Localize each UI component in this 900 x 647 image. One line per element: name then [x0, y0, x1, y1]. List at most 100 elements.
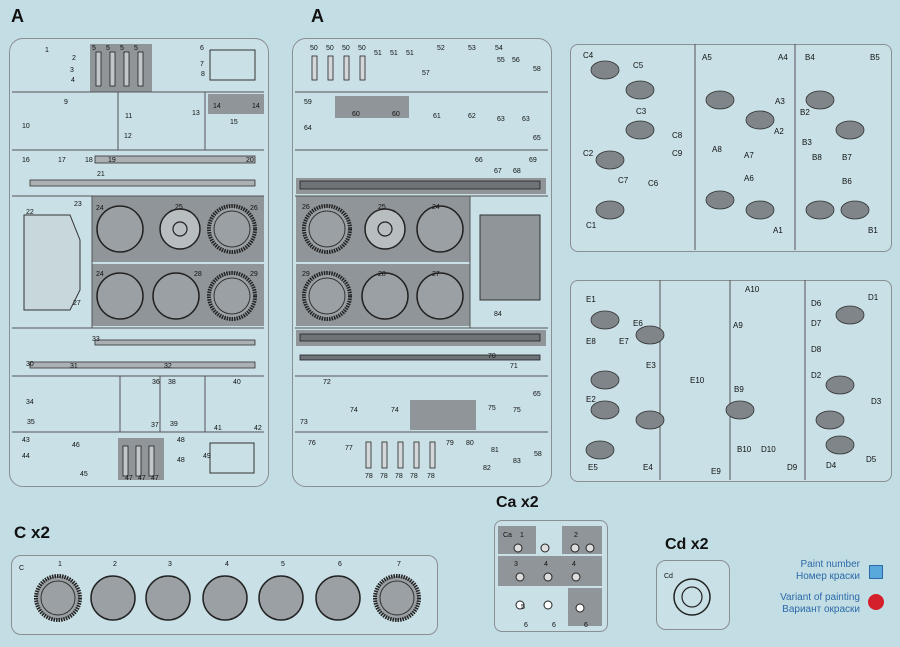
part-number-right-51: 51 — [406, 50, 414, 57]
part-number-left-48: 48 — [177, 457, 185, 464]
part-number-right-70: 70 — [488, 353, 496, 360]
ca-part-number-6: 6 — [552, 622, 556, 629]
figure-part-18 — [635, 410, 665, 430]
part-number-left-47: 47 — [125, 475, 133, 482]
part-number-right-64: 64 — [304, 125, 312, 132]
part-number-right-62: 62 — [468, 113, 476, 120]
part-number-right-77: 77 — [345, 445, 353, 452]
part-number-right-61: 61 — [433, 113, 441, 120]
figure-label-D5: D5 — [866, 455, 877, 464]
part-number-right-81: 81 — [491, 447, 499, 454]
figure-label-E2: E2 — [586, 395, 596, 404]
figure-label-C5: C5 — [633, 61, 644, 70]
part-number-right-65: 65 — [533, 135, 541, 142]
part-number-right-76: 76 — [308, 440, 316, 447]
figure-label-E5: E5 — [588, 463, 598, 472]
figure-part-9 — [805, 90, 835, 110]
part-number-right-29: 29 — [302, 271, 310, 278]
figure-label-E1: E1 — [586, 295, 596, 304]
ca-disc-3 — [585, 543, 595, 553]
bar-right-1 — [299, 333, 541, 342]
tyre-26-right-inner — [308, 210, 346, 248]
part-number-left-41: 41 — [214, 425, 222, 432]
part-number-left-4: 4 — [71, 77, 75, 84]
c-tyre-7-inner — [379, 580, 415, 616]
part-number-right-79: 79 — [446, 440, 454, 447]
figure-part-8 — [745, 200, 775, 220]
shell-5-3 — [137, 51, 144, 87]
ca-disc-1 — [540, 543, 550, 553]
part-number-left-25: 25 — [175, 204, 183, 211]
part-number-right-59: 59 — [304, 99, 312, 106]
part-number-left-22: 22 — [26, 209, 34, 216]
part-number-left-29: 29 — [250, 271, 258, 278]
ca-disc-0 — [513, 543, 523, 553]
tyre-26-inner — [213, 210, 251, 248]
figure-label-D8: D8 — [811, 345, 822, 354]
part-number-left-28: 28 — [194, 271, 202, 278]
part-number-right-83: 83 — [513, 458, 521, 465]
part-number-left-11: 11 — [125, 113, 132, 120]
part-number-left-5: 5 — [92, 45, 96, 52]
ca-disc-4 — [515, 572, 525, 582]
ca-disc-6 — [571, 572, 581, 582]
ca-part-number-2: 2 — [574, 532, 578, 539]
part-number-left-1: 1 — [45, 47, 49, 54]
figure-label-A1: A1 — [773, 226, 783, 235]
figure-part-0 — [590, 60, 620, 80]
part-number-right-25: 25 — [378, 204, 386, 211]
ca-part-number-6: 6 — [524, 622, 528, 629]
part-number-right-78: 78 — [365, 473, 373, 480]
ca-sprue-code: Ca — [503, 532, 512, 539]
c-part-number-7: 7 — [397, 561, 401, 568]
c-tyre-4 — [202, 575, 248, 621]
part-number-left-6: 6 — [200, 45, 204, 52]
figure-label-C2: C2 — [583, 149, 594, 158]
part-number-right-75: 75 — [513, 407, 521, 414]
c-tyre-3 — [145, 575, 191, 621]
shell-78-2 — [397, 441, 404, 469]
shade-14 — [208, 94, 264, 114]
legend-variant: Variant of painting Вариант окраски — [730, 592, 860, 616]
hub-25-right — [364, 208, 406, 250]
ca-disc-2 — [570, 543, 580, 553]
part-number-left-21: 21 — [97, 171, 105, 178]
paint-number-swatch — [869, 565, 883, 579]
part-number-left-8: 8 — [201, 71, 205, 78]
part-number-left-13: 13 — [192, 110, 200, 117]
part-number-right-78: 78 — [427, 473, 435, 480]
ca-part-number-4: 4 — [572, 561, 576, 568]
part-number-right-63: 63 — [522, 116, 530, 123]
part-number-right-52: 52 — [437, 45, 445, 52]
figure-part-6 — [745, 110, 775, 130]
ca-part-number-5: 5 — [521, 604, 525, 611]
part-number-left-36: 36 — [152, 379, 160, 386]
figure-label-A6: A6 — [744, 174, 754, 183]
figure-label-E6: E6 — [633, 319, 643, 328]
part-number-right-58: 58 — [534, 451, 542, 458]
figure-part-1 — [625, 80, 655, 100]
figure-part-3 — [595, 150, 625, 170]
figure-label-B4: B4 — [805, 53, 815, 62]
part-number-left-46: 46 — [72, 442, 80, 449]
part-number-left-5: 5 — [120, 45, 124, 52]
part-number-right-26: 26 — [302, 204, 310, 211]
part-number-right-71: 71 — [510, 363, 518, 370]
part-number-right-74: 74 — [350, 407, 358, 414]
hub-25 — [159, 208, 201, 250]
shell-5-2 — [123, 51, 130, 87]
cd-hub-inner — [681, 586, 703, 608]
shell-50-3 — [359, 55, 366, 81]
part-number-left-43: 43 — [22, 437, 30, 444]
part-number-right-66: 66 — [475, 157, 483, 164]
ca-disc-5 — [543, 572, 553, 582]
part-number-right-63: 63 — [497, 116, 505, 123]
c-tyre-5 — [258, 575, 304, 621]
part-number-right-53: 53 — [468, 45, 476, 52]
part-number-left-33: 33 — [92, 336, 100, 343]
part-number-right-57: 57 — [422, 70, 430, 77]
part-number-left-14: 14 — [252, 103, 260, 110]
bar-left-3 — [29, 361, 256, 369]
part-number-left-27: 27 — [73, 300, 81, 307]
